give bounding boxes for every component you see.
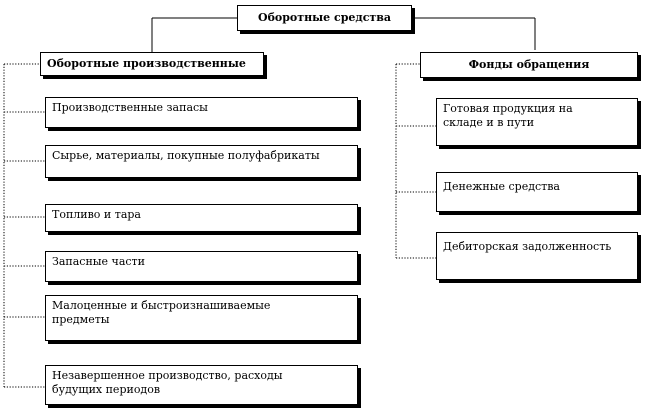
right-item-1: Готовая продукция на складе и в пути [436,98,638,146]
left-branch-label: Оборотные производственные [47,57,246,70]
left-item-label: Производственные запасы [52,101,208,114]
right-branch-label: Фонды обращения [468,58,590,71]
left-item-6: Незавершенное производство, расходы буду… [45,365,358,405]
right-item-2: Денежные средства [436,172,638,212]
left-item-3: Топливо и тара [45,204,358,232]
left-item-label: Незавершенное производство, расходы буду… [52,369,283,396]
right-branch-node: Фонды обращения [420,52,638,78]
left-item-4: Запасные части [45,251,358,282]
left-item-5: Малоценные и быстроизнашиваемые предметы [45,295,358,341]
root-node-label: Оборотные средства [257,11,391,24]
right-item-label: Денежные средства [443,180,560,193]
left-item-2: Сырье, материалы, покупные полуфабрикаты [45,145,358,178]
right-item-3: Дебиторская задолженность [436,232,638,280]
right-item-label: Дебиторская задолженность [443,240,612,253]
left-branch-node: Оборотные производственные [40,52,264,76]
right-item-label: Готовая продукция на складе и в пути [443,102,573,129]
left-item-label: Запасные части [52,255,145,268]
root-node: Оборотные средства [237,5,412,31]
left-item-1: Производственные запасы [45,97,358,128]
left-item-label: Топливо и тара [52,208,141,221]
left-item-label: Малоценные и быстроизнашиваемые предметы [52,299,271,326]
left-item-label: Сырье, материалы, покупные полуфабрикаты [52,149,320,162]
